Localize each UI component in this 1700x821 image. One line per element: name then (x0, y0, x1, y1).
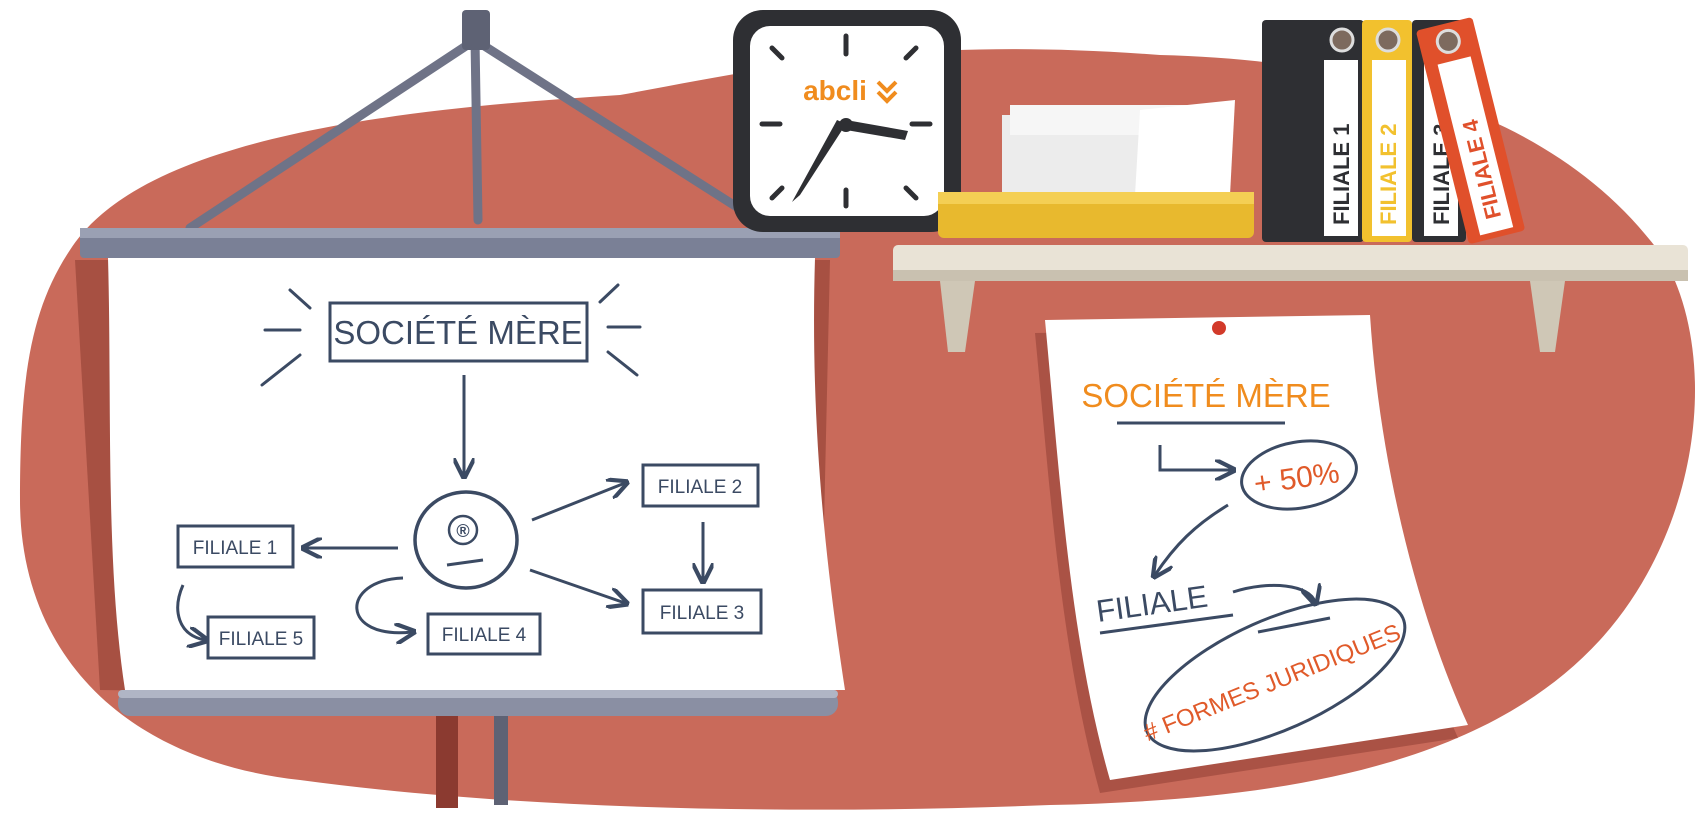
binder-2: FILIALE 2 (1362, 20, 1412, 242)
parent-company-title: SOCIÉTÉ MÈRE (333, 314, 582, 351)
subsidiary-box-1: FILIALE 1 (176, 524, 295, 569)
tag-circle (1143, 597, 1407, 753)
svg-text:FILIALE 4: FILIALE 4 (442, 625, 527, 646)
subsidiary-arrows (176, 483, 703, 640)
brand-chevron-icon (876, 80, 898, 104)
binder-4: FILIALE 4 (1416, 17, 1525, 244)
svg-text:FILIALE 3: FILIALE 3 (660, 603, 745, 624)
tripod-head (462, 10, 490, 50)
svg-text:FILIALE 5: FILIALE 5 (219, 629, 304, 650)
tripod-leg-bottom (494, 705, 508, 805)
clock-hands (792, 118, 908, 202)
pinned-note: SOCIÉTÉ MÈRE + 50% FILIALE # FORMES JURI… (1035, 315, 1468, 793)
push-pin-icon (1212, 321, 1226, 335)
screen-canvas (108, 258, 845, 690)
subsidiary-box-5: FILIALE 5 (206, 615, 316, 660)
registered-circle (413, 490, 519, 590)
binder-1: FILIALE 1 (1262, 20, 1364, 242)
registered-symbol: ® (456, 521, 469, 541)
subsidiary-box-4: FILIALE 4 (426, 612, 542, 656)
note-title: SOCIÉTÉ MÈRE (1081, 377, 1330, 414)
paper-stack (938, 100, 1254, 238)
projector-screen: SOCIÉTÉ MÈRE ® FILIALE 1 FILIALE 2 F (75, 10, 845, 808)
parent-company-box (328, 301, 589, 363)
svg-text:FILIALE 1: FILIALE 1 (193, 538, 278, 559)
wall-clock: abcli (733, 10, 961, 232)
percent-circle (1240, 439, 1358, 511)
subsidiary-box-2: FILIALE 2 (641, 463, 760, 508)
svg-text:FILIALE 1: FILIALE 1 (1329, 124, 1354, 225)
title-burst-lines (260, 283, 642, 387)
wall-shelf: FILIALE 1 FILIALE 2 FILIALE 3 FILIALE 4 (893, 17, 1688, 352)
svg-text:FILIALE 2: FILIALE 2 (658, 477, 743, 498)
subsidiary-box-3: FILIALE 3 (641, 588, 763, 635)
clock-brand-logo: abcli (803, 75, 867, 106)
tripod-stand (185, 35, 770, 233)
svg-text:FILIALE 2: FILIALE 2 (1376, 124, 1401, 225)
